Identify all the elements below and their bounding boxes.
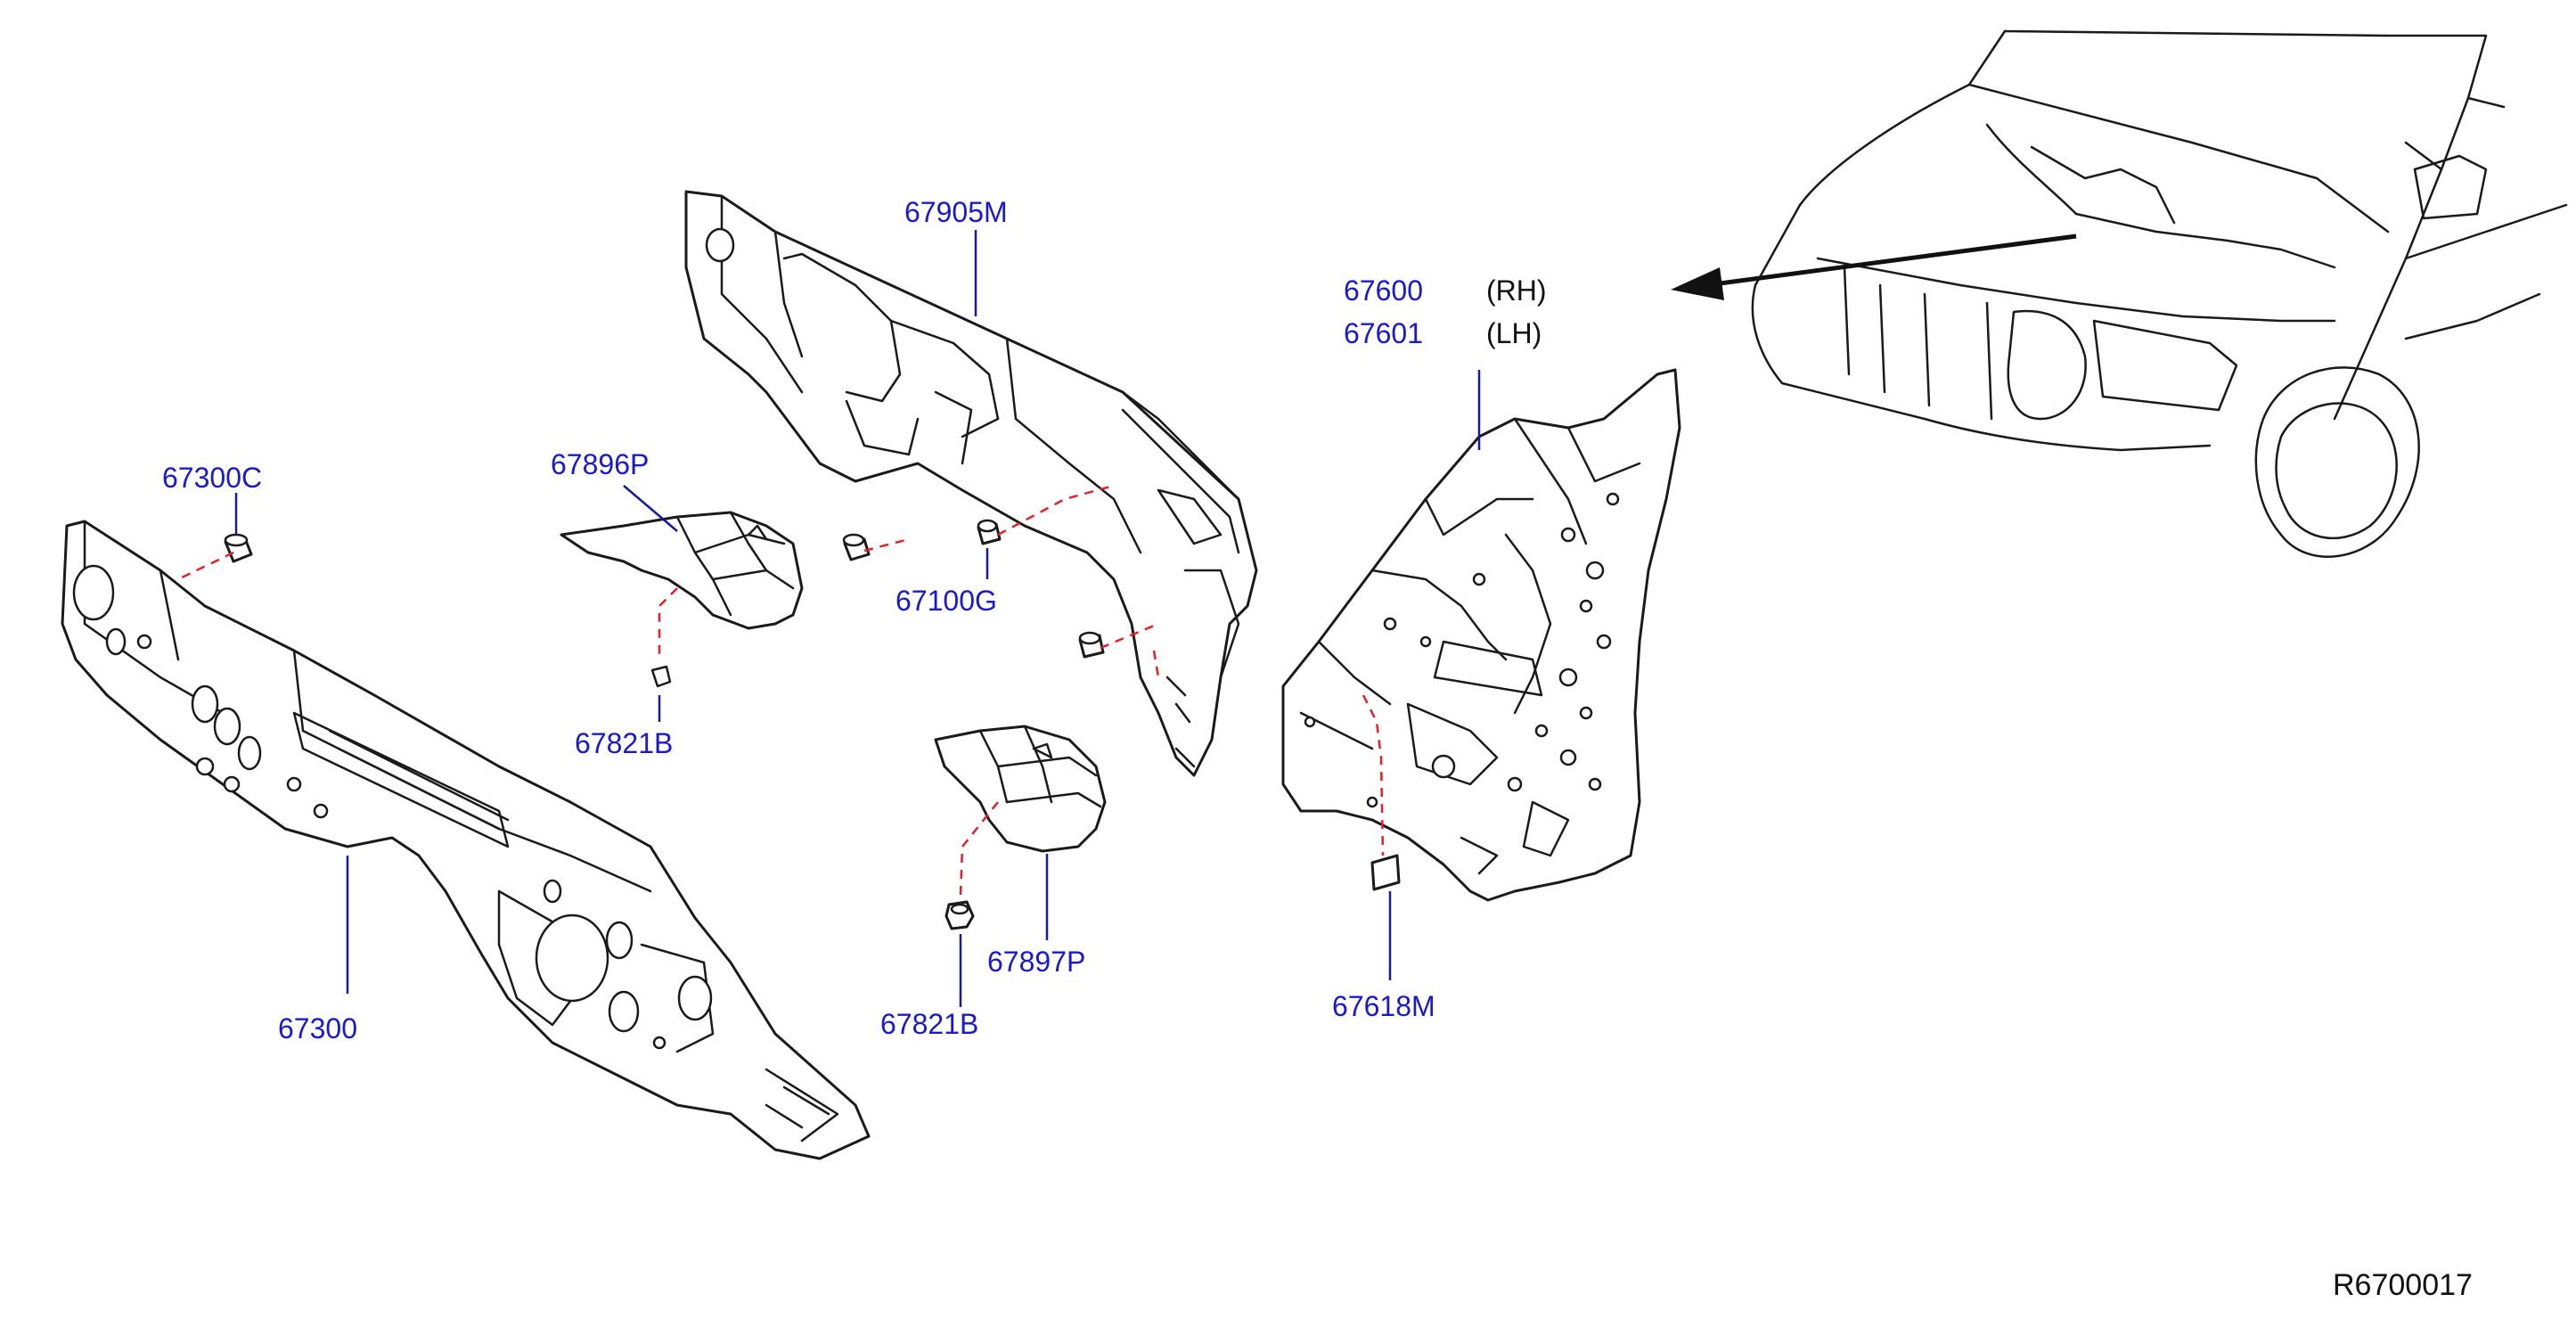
nut-67821B-upper (650, 665, 672, 688)
clip-67100G-b (977, 519, 1002, 545)
leader-lines (234, 230, 1481, 1007)
assembly-guides (177, 484, 1385, 897)
label-67100G: 67100G (895, 585, 997, 617)
clip-67300C (224, 533, 253, 563)
direction-arrow (1671, 233, 2077, 300)
pad-67618M (1370, 854, 1401, 891)
insulator-67905M (684, 190, 1258, 777)
label-67896P: 67896P (551, 448, 650, 480)
label-67601: 67601 (1344, 317, 1423, 349)
label-67600: 67600 (1344, 274, 1423, 307)
label-rh: (RH) (1486, 274, 1547, 307)
label-67300: 67300 (278, 1012, 357, 1044)
vehicle-sketch (1751, 29, 2568, 558)
label-67821B-upper: 67821B (575, 727, 674, 759)
label-67905M: 67905M (904, 196, 1008, 228)
clip-67100G-c (1078, 631, 1105, 659)
insulator-67896P (560, 511, 804, 630)
reference-code: R6700017 (2333, 1268, 2473, 1302)
side-panel-67600 (1281, 368, 1681, 902)
label-67821B-lower: 67821B (880, 1008, 979, 1040)
clip-67100G-a (842, 533, 871, 561)
dash-panel-67300 (61, 520, 871, 1160)
label-67618M: 67618M (1332, 990, 1435, 1022)
label-lh: (LH) (1486, 317, 1542, 349)
label-67300C: 67300C (162, 462, 263, 494)
insulator-67897P (934, 725, 1107, 853)
label-67897P: 67897P (987, 946, 1086, 978)
nut-67821B-lower (945, 900, 975, 930)
